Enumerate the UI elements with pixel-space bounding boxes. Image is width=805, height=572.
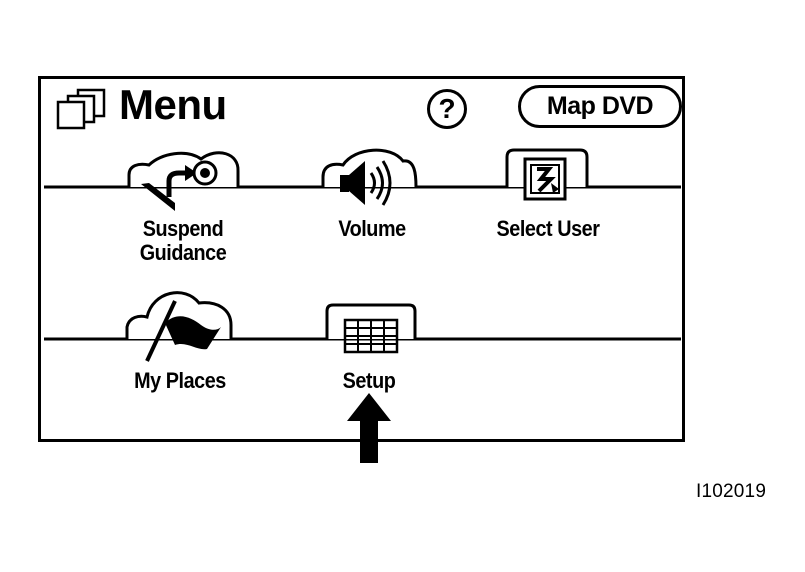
suspend-guidance-label-line2: Guidance	[139, 240, 227, 265]
my-places-label: My Places	[134, 368, 226, 393]
flag-icon	[145, 300, 221, 362]
volume-label: Volume	[338, 216, 406, 241]
page-title: Menu	[119, 81, 227, 128]
user-card-icon	[523, 157, 567, 201]
speaker-icon	[340, 160, 392, 206]
pointer-arrow-icon	[347, 393, 391, 463]
setup-label: Setup	[342, 368, 396, 393]
my-places-button[interactable]	[125, 291, 233, 362]
suspend-guidance-button[interactable]	[127, 151, 240, 211]
select-user-button[interactable]	[505, 148, 589, 201]
figure-id: I102019	[696, 481, 767, 502]
map-dvd-button[interactable]: Map DVD	[518, 85, 682, 128]
menu-pages-icon	[56, 88, 106, 130]
suspend-guidance-label-line1: Suspend	[142, 216, 224, 241]
select-user-label: Select User	[496, 216, 600, 241]
suspend-guidance-label: Suspend Guidance	[125, 217, 240, 265]
grid-icon	[343, 318, 399, 354]
help-button[interactable]: ?	[427, 89, 467, 129]
suspend-guidance-icon	[141, 160, 218, 211]
setup-button[interactable]	[325, 303, 417, 354]
nav-menu-screen: Menu ? Map DVD	[38, 76, 685, 442]
volume-button[interactable]	[321, 148, 418, 206]
menu-buttons-art	[44, 148, 681, 362]
